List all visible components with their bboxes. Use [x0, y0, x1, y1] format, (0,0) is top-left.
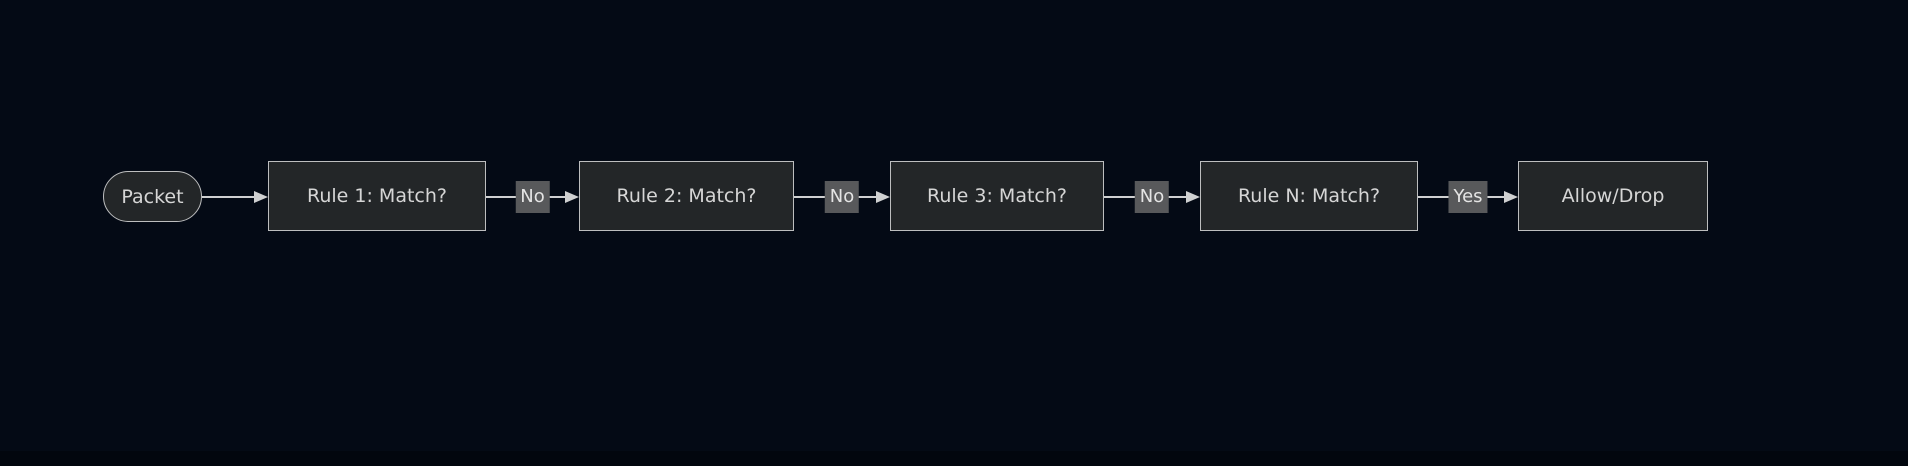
- arrowhead-icon: [1504, 191, 1518, 203]
- edge-label-no-1: No: [515, 181, 550, 213]
- arrowhead-icon: [254, 191, 268, 203]
- node-packet: Packet: [103, 171, 202, 222]
- node-label: Allow/Drop: [1561, 185, 1665, 207]
- node-allow-drop: Allow/Drop: [1518, 161, 1708, 231]
- arrowhead-icon: [876, 191, 890, 203]
- edge-line-packet-to-rule-1: [202, 196, 256, 198]
- node-rule-2: Rule 2: Match?: [579, 161, 794, 231]
- node-label: Rule N: Match?: [1237, 185, 1381, 207]
- edge-label-no-3: No: [1134, 181, 1170, 213]
- node-label: Packet: [121, 185, 184, 208]
- node-rule-n: Rule N: Match?: [1200, 161, 1418, 231]
- node-rule-1: Rule 1: Match?: [268, 161, 486, 231]
- edge-label-no-2: No: [824, 181, 860, 213]
- arrowhead-icon: [1186, 191, 1200, 203]
- node-label: Rule 2: Match?: [616, 185, 757, 207]
- node-rule-3: Rule 3: Match?: [890, 161, 1104, 231]
- edge-label-yes-4: Yes: [1448, 181, 1488, 213]
- node-label: Rule 1: Match?: [307, 185, 447, 207]
- node-label: Rule 3: Match?: [927, 185, 1067, 207]
- footer-strip: [0, 451, 1908, 466]
- arrowhead-icon: [565, 191, 579, 203]
